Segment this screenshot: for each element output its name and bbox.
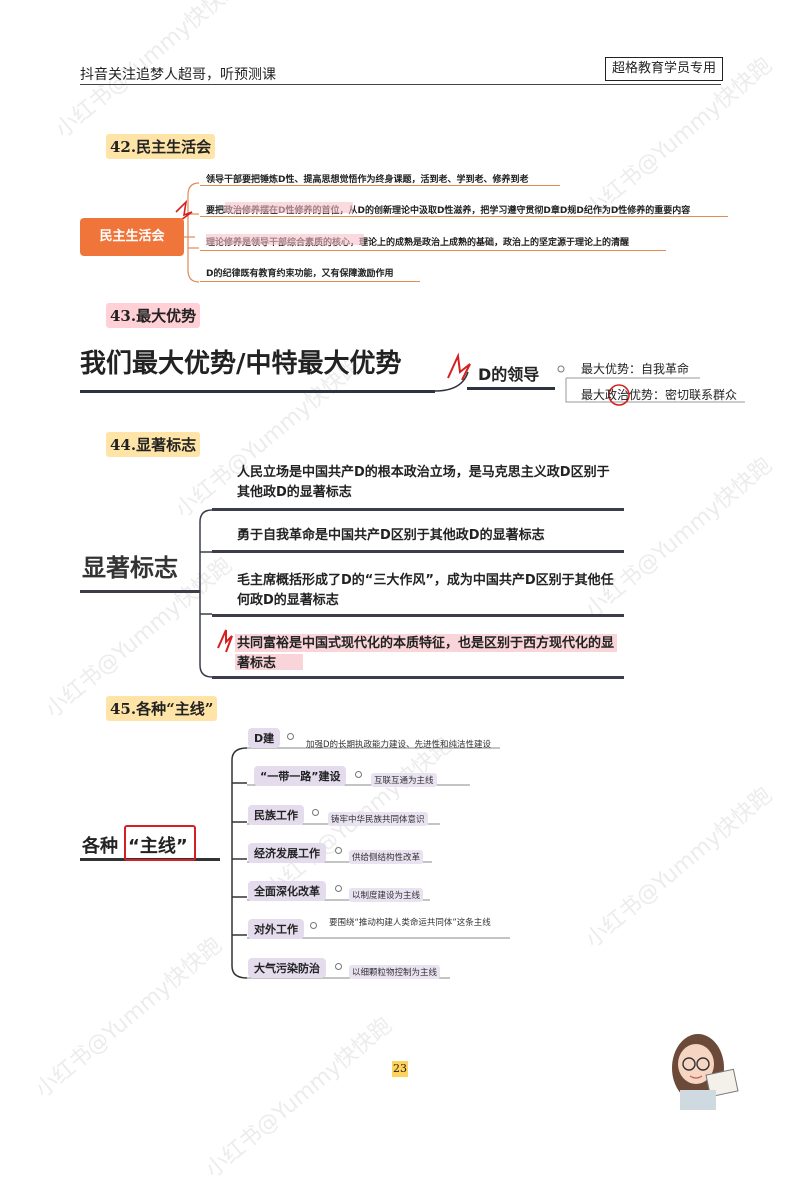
section-45-heading-prefix: 各种 xyxy=(82,836,118,857)
section-44-highlight xyxy=(235,654,303,670)
main-line-label: “一带一路”建设 xyxy=(254,766,347,786)
section-42-underline xyxy=(200,281,420,282)
main-line-label: 大气污染防治 xyxy=(248,958,326,978)
main-line-desc: 加强D的长期执政能力建设、先进性和纯洁性建设 xyxy=(306,740,492,750)
node-circle-icon xyxy=(287,733,294,740)
section-42-item: D的纪律既有教育约束功能，又有保障激励作用 xyxy=(206,269,394,279)
page-number: 23 xyxy=(392,1061,408,1077)
header-right-label: 超格教育学员专用 xyxy=(605,57,723,81)
section-45-title: 45.各种“主线” xyxy=(106,696,218,721)
section-42-underline xyxy=(200,185,560,186)
section-44-underline xyxy=(212,550,624,553)
section-43-connectors xyxy=(80,352,745,406)
section-44-underline xyxy=(212,508,624,511)
main-line-label: 对外工作 xyxy=(248,919,304,939)
main-line-desc: 以细颗粒物控制为主线 xyxy=(349,965,441,979)
node-circle-icon xyxy=(312,809,319,816)
section-43-node: D的领导 xyxy=(478,365,540,384)
section-44-title: 44.显著标志 xyxy=(106,432,201,457)
section-42-item: 领导干部要把锤炼D性、提高思想觉悟作为终身课题，活到老、学到老、修养到老 xyxy=(206,175,529,185)
main-line-label: D建 xyxy=(248,728,281,748)
main-line-label: 民族工作 xyxy=(248,805,304,825)
section-42-item: 要把政治修养摆在D性修养的首位，从D的创新理论中汲取D性滋养，把学习遵守贯彻D章… xyxy=(206,206,691,216)
node-circle-icon xyxy=(335,963,342,970)
section-42-item: 理论修养是领导干部综合素质的核心，理论上的成熟是政治上成熟的基础，政治上的坚定源… xyxy=(206,238,630,248)
section-43-heading: 我们最大优势/中特最大优势 xyxy=(80,349,402,379)
main-line-label: 经济发展工作 xyxy=(248,843,326,863)
section-43-item: 最大优势：自我革命 xyxy=(581,362,690,376)
main-line-label: 全面深化改革 xyxy=(248,881,326,901)
section-43-title: 43.最大优势 xyxy=(106,303,201,328)
section-44-underline xyxy=(212,676,624,679)
section-42-underline xyxy=(200,216,728,217)
section-43-item: 最大政治优势：密切联系群众 xyxy=(581,388,738,402)
avatar-sticker-icon xyxy=(672,1034,739,1110)
node-circle-icon xyxy=(310,922,317,929)
section-44-item: 毛主席概括形成了D的“三大作风”，成为中国共产D区别于其他任何政D的显著标志 xyxy=(237,573,614,608)
node-circle-icon xyxy=(335,847,342,854)
section-44-item: 共同富裕是中国式现代化的本质特征，也是区别于西方现代化的显著标志 xyxy=(237,636,615,671)
main-line-desc: 铸牢中华民族共同体意识 xyxy=(328,812,428,826)
header-divider xyxy=(80,84,721,85)
main-line-desc: 供给侧结构性改革 xyxy=(349,850,424,864)
section-42-center-node: 民主生活会 xyxy=(80,218,184,256)
section-44-item: 人民立场是中国共产D的根本政治立场，是马克思主义政D区别于其他政D的显著标志 xyxy=(237,465,610,500)
section-42-underline xyxy=(200,250,666,251)
section-44-underline xyxy=(212,614,624,617)
section-42-connectors xyxy=(175,182,200,283)
section-42-title: 42.民主生活会 xyxy=(106,134,216,159)
section-44-heading: 显著标志 xyxy=(82,554,178,582)
main-line-desc: 互联互通为主线 xyxy=(371,773,437,787)
node-circle-icon xyxy=(355,771,362,778)
section-45-heading-highlight: “主线” xyxy=(128,836,188,857)
section-44-highlight xyxy=(235,634,617,652)
section-44-connectors xyxy=(80,509,233,678)
main-line-desc: 要围绕“推动构建人类命运共同体”这条主线 xyxy=(329,918,491,928)
main-line-desc: 以制度建设为主线 xyxy=(349,888,424,902)
section-44-item: 勇于自我革命是中国共产D区别于其他政D的显著标志 xyxy=(237,528,545,543)
watermark: 小红书@Yummy快快跑 xyxy=(201,1012,397,1183)
section-42-highlight xyxy=(206,234,364,245)
section-42-highlight xyxy=(225,202,353,213)
header-left-text: 抖音关注追梦人超哥，听预测课 xyxy=(80,67,276,83)
node-circle-icon xyxy=(335,885,342,892)
